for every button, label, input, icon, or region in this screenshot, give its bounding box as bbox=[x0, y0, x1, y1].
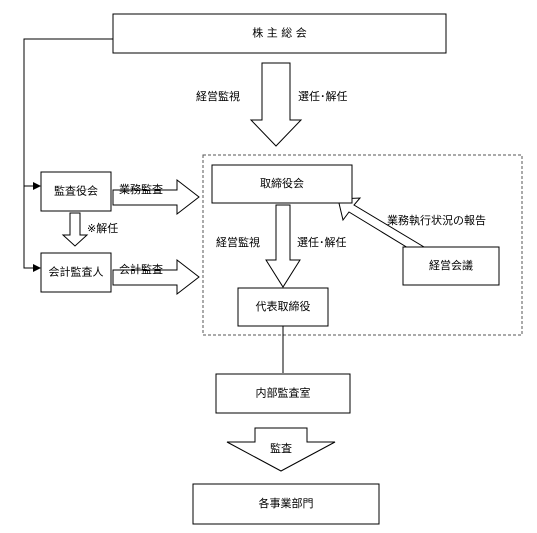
representative-director-label: 代表取締役 bbox=[256, 299, 311, 313]
business-audit-arrow bbox=[112, 178, 200, 216]
board-to-rep-director-arrow bbox=[265, 204, 301, 288]
business-execution-report-label: 業務執行状況の報告 bbox=[387, 213, 486, 227]
auditors-dismiss-arrow bbox=[61, 212, 89, 247]
accounting-audit-label: 会計監査 bbox=[119, 262, 163, 276]
board-of-auditors-box bbox=[40, 171, 112, 212]
accounting-audit-arrow bbox=[112, 258, 200, 296]
appoint-dismiss-top-label: 選任･解任 bbox=[298, 89, 348, 103]
shareholders-meeting-box bbox=[112, 13, 447, 54]
management-meeting-label: 経営会議 bbox=[429, 258, 473, 272]
board-of-directors-box bbox=[211, 164, 353, 204]
management-boundary bbox=[202, 154, 523, 336]
dismissal-note-label: ※解任 bbox=[87, 221, 118, 235]
business-divisions-label: 各事業部門 bbox=[259, 496, 314, 510]
internal-audit-office-label: 内部監査室 bbox=[256, 386, 311, 400]
business-audit-label: 業務監査 bbox=[119, 182, 163, 196]
board-of-directors-label: 取締役会 bbox=[260, 176, 304, 190]
shareholders-down-arrow bbox=[249, 62, 303, 147]
accounting-auditor-box bbox=[40, 252, 112, 293]
audit-label: 監査 bbox=[270, 441, 292, 455]
representative-director-box bbox=[237, 287, 329, 327]
shareholders-to-auditors-connector bbox=[23, 38, 113, 190]
board-of-auditors-label: 監査役会 bbox=[54, 184, 98, 198]
internal-audit-office-box bbox=[215, 373, 351, 414]
management-oversight-inner-label: 経営監視 bbox=[216, 235, 260, 249]
internal-audit-down-arrow bbox=[226, 427, 336, 472]
shareholders-to-accounting-auditor-connector bbox=[23, 186, 41, 272]
shareholders-meeting-label: 株 主 総 会 bbox=[252, 26, 307, 40]
business-divisions-box bbox=[192, 483, 380, 525]
appoint-dismiss-inner-label: 選任･解任 bbox=[297, 235, 347, 249]
accounting-auditor-label: 会計監査人 bbox=[49, 265, 104, 279]
management-oversight-top-label: 経営監視 bbox=[196, 89, 240, 103]
management-meeting-box bbox=[402, 246, 500, 286]
